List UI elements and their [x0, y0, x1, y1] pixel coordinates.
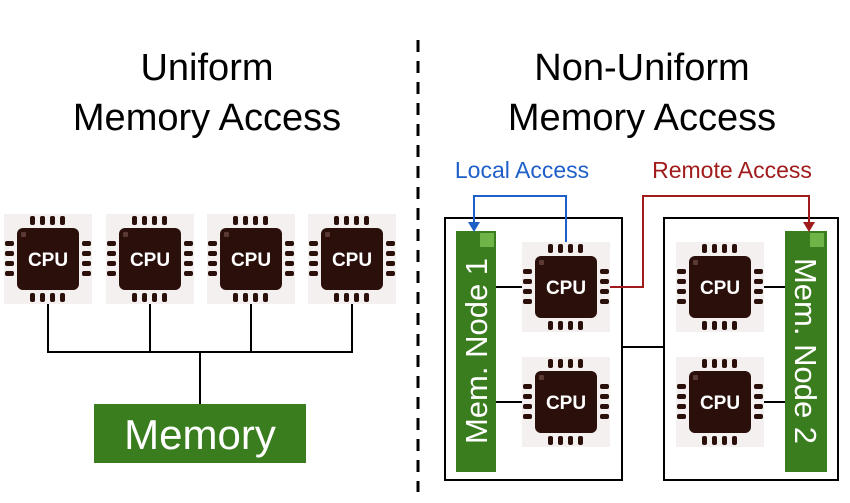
numa-node-2-cpu-1-label: CPU: [700, 278, 740, 299]
uma-cpu-1: CPU: [4, 214, 92, 304]
numa-node-2-cpu-1: CPU: [676, 242, 764, 332]
numa-node-1-cpu-1: CPU: [522, 242, 610, 332]
uma-cpu-3-label: CPU: [231, 250, 271, 271]
mem-node-2-label: Mem. Node 2: [788, 258, 823, 444]
numa-node-2-cpu-2: CPU: [676, 357, 764, 447]
local-access-arrow: [468, 195, 567, 244]
uma-section: Uniform Memory Access CPU CPU CPU CPU: [4, 47, 396, 463]
numa-node-1-cpu-1-label: CPU: [546, 278, 586, 299]
uma-cpu-4-label: CPU: [332, 250, 372, 271]
uma-cpu-2-label: CPU: [130, 250, 170, 271]
mem-node-2: Mem. Node 2: [785, 231, 827, 472]
remote-access-label: Remote Access: [652, 157, 812, 183]
uma-cpu-1-label: CPU: [28, 250, 68, 271]
numa-title-line2: Memory Access: [508, 97, 776, 139]
numa-node-2-cpu-2-label: CPU: [700, 393, 740, 414]
local-access-label: Local Access: [455, 157, 589, 183]
numa-node-1-cpu-2-label: CPU: [546, 393, 586, 414]
uma-cpu-4: CPU: [308, 214, 396, 304]
numa-node-1-cpu-2: CPU: [522, 357, 610, 447]
remote-access-arrow: [610, 195, 815, 288]
numa-node-1-box: [444, 217, 623, 481]
uma-bus: [47, 302, 353, 404]
uma-cpu-2: CPU: [106, 214, 194, 304]
mem-node-1: Mem. Node 1: [456, 231, 496, 472]
mem-node-1-label: Mem. Node 1: [459, 258, 494, 444]
uma-memory-block: Memory: [94, 404, 306, 463]
uma-title-line1: Uniform: [140, 47, 273, 89]
numa-title-line1: Non-Uniform: [534, 47, 749, 89]
uma-memory-label: Memory: [124, 411, 276, 458]
uma-cpu-3: CPU: [207, 214, 295, 304]
numa-section: Non-Uniform Memory Access Local Access R…: [444, 47, 839, 481]
numa-cpu-links: [496, 286, 785, 403]
numa-node-2-box: [663, 217, 839, 481]
uma-title-line2: Memory Access: [73, 97, 341, 139]
